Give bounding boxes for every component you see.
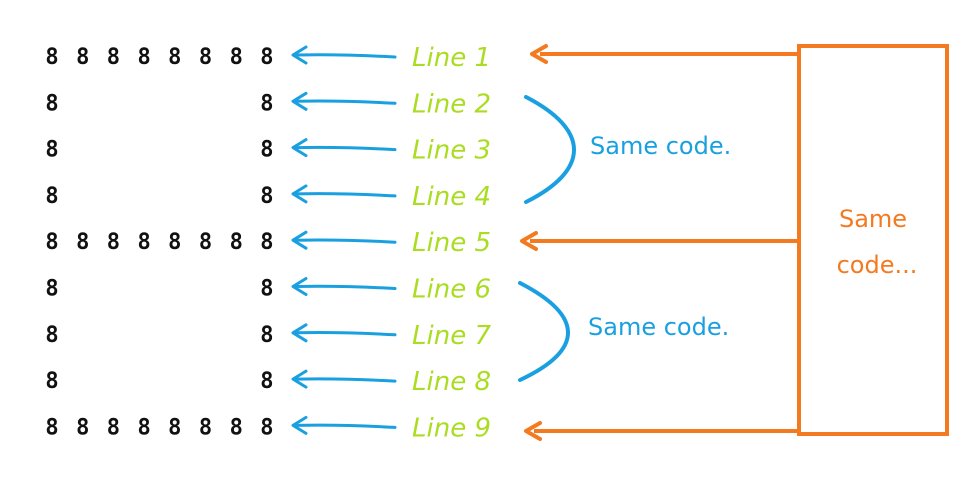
digit-eight: 8 [107, 230, 120, 255]
digit-eight: 8 [260, 277, 273, 302]
digit-eight: 8 [45, 45, 58, 70]
digit-eight: 8 [45, 91, 58, 116]
digit-eight: 8 [260, 230, 273, 255]
orange-arrow-line-5 [520, 231, 799, 251]
box-note-line2: code... [837, 251, 918, 279]
digit-eight: 8 [45, 138, 58, 163]
line-label: Line 7 [412, 321, 491, 351]
digit-eight: 8 [137, 230, 150, 255]
digit-eight: 8 [230, 45, 243, 70]
digit-eight: 8 [45, 415, 58, 440]
digit-eight: 8 [260, 369, 273, 394]
box-note-line1: Same [839, 205, 907, 233]
digit-eight: 8 [260, 91, 273, 116]
digit-eight: 8 [76, 415, 89, 440]
digit-eight: 8 [45, 184, 58, 209]
blue-arrow [291, 138, 397, 158]
digit-eight: 8 [45, 230, 58, 255]
line-label: Line 9 [412, 413, 491, 443]
line-label: Line 8 [412, 367, 491, 397]
line-label: Line 4 [412, 182, 491, 212]
blue-arrows [291, 45, 397, 435]
digit-eight: 8 [260, 415, 273, 440]
digit-eight: 8 [45, 369, 58, 394]
lower-same-code-note: Same code. [588, 313, 729, 341]
digit-eight: 8 [137, 45, 150, 70]
orange-box [797, 44, 949, 436]
digit-eight: 8 [137, 415, 150, 440]
line-label: Line 6 [412, 275, 491, 305]
line-label: Line 1 [412, 43, 491, 73]
line-label: Line 3 [412, 136, 491, 166]
line-label: Line 2 [412, 89, 491, 119]
upper-brace [524, 95, 576, 204]
digit-eight: 8 [199, 45, 212, 70]
digit-eight: 8 [76, 230, 89, 255]
upper-same-code-note: Same code. [590, 132, 731, 160]
digit-eight: 8 [260, 184, 273, 209]
digit-eight: 8 [260, 323, 273, 348]
digit-eight: 8 [168, 45, 181, 70]
digit-eight: 8 [230, 415, 243, 440]
line-label: Line 5 [412, 228, 491, 258]
blue-arrow [291, 323, 397, 343]
orange-arrow-line-9 [524, 421, 799, 441]
digit-eight: 8 [199, 230, 212, 255]
digit-eight: 8 [260, 45, 273, 70]
blue-arrow [291, 369, 397, 389]
digit-eight: 8 [168, 415, 181, 440]
digit-eight: 8 [76, 45, 89, 70]
blue-arrow [291, 415, 397, 435]
blue-arrow [291, 230, 397, 250]
digit-eight: 8 [45, 277, 58, 302]
line-labels: Line 1 Line 2 Line 3 Line 4 Line 5 Line 6 Line… [412, 43, 491, 443]
orange-arrow-line-1 [530, 44, 799, 64]
digit-eight: 8 [230, 230, 243, 255]
digit-eight: 8 [107, 45, 120, 70]
digit-eight: 8 [199, 415, 212, 440]
blue-arrow [291, 91, 397, 111]
digit-eight: 8 [107, 415, 120, 440]
lower-brace [518, 281, 570, 382]
digit-eight: 8 [45, 323, 58, 348]
digit-eight: 8 [260, 138, 273, 163]
blue-arrow [291, 45, 397, 65]
digit-eight: 8 [168, 230, 181, 255]
blue-arrow [291, 184, 397, 204]
blue-arrow [291, 277, 397, 296]
